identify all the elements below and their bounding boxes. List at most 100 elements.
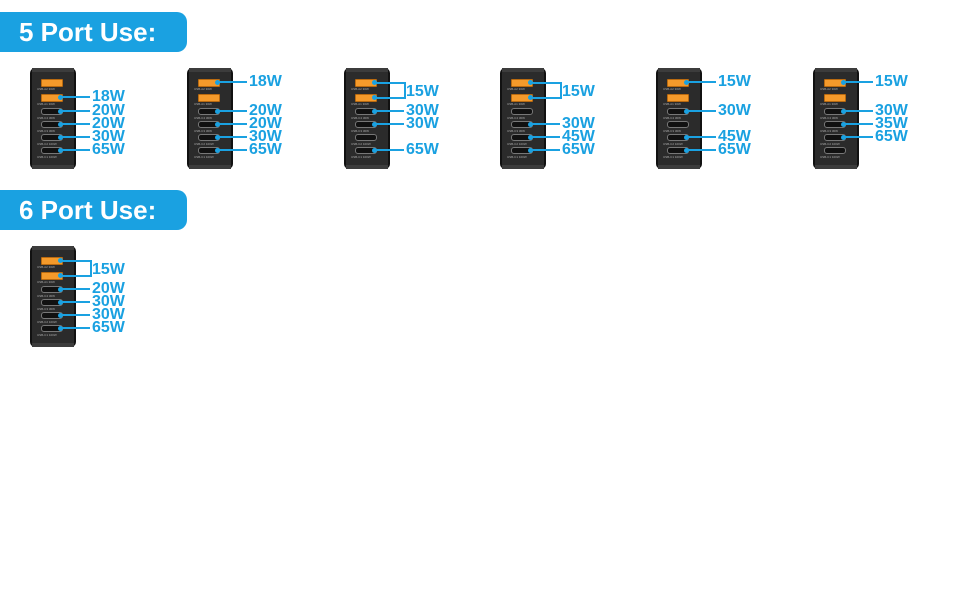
port-label: USB-C3 30W bbox=[507, 129, 526, 133]
connector-line bbox=[62, 96, 90, 98]
port-label: USB-C2 100W bbox=[507, 142, 527, 146]
watt-label: 30W bbox=[718, 102, 751, 119]
usb-c-port bbox=[511, 108, 533, 115]
port-dot bbox=[58, 148, 63, 153]
port-label: USB-A2 30W bbox=[820, 87, 838, 91]
port-label: USB-A1 30W bbox=[37, 280, 55, 284]
port-label: USB-A2 30W bbox=[37, 87, 55, 91]
port-label: USB-C3 30W bbox=[37, 307, 56, 311]
port-label: USB-A2 30W bbox=[351, 87, 369, 91]
port-dot bbox=[372, 122, 377, 127]
port-label: USB-A2 30W bbox=[663, 87, 681, 91]
port-dot bbox=[215, 109, 220, 114]
connector-line bbox=[376, 123, 404, 125]
usb-a-port bbox=[198, 94, 220, 102]
charger-body: USB-A2 30W USB-A1 30W USB-C4 30W USB-C3 30W… bbox=[656, 68, 702, 169]
port-label: USB-C1 100W bbox=[507, 155, 527, 159]
port-dot bbox=[528, 135, 533, 140]
port-label: USB-A2 30W bbox=[507, 87, 525, 91]
watt-label: 15W bbox=[92, 260, 125, 278]
connector-line bbox=[62, 314, 90, 316]
watt-label: 20W bbox=[92, 280, 125, 297]
port-label: USB-C1 100W bbox=[820, 155, 840, 159]
connector-line bbox=[845, 123, 873, 125]
port-dot bbox=[215, 122, 220, 127]
port-dot bbox=[58, 258, 63, 263]
port-label: USB-C3 30W bbox=[37, 129, 56, 133]
watt-label: 65W bbox=[92, 319, 125, 336]
watt-label: 35W bbox=[875, 115, 908, 132]
connector-line bbox=[688, 136, 716, 138]
port-label: USB-A1 30W bbox=[194, 102, 212, 106]
usb-c-port bbox=[667, 121, 689, 128]
port-label: USB-A1 30W bbox=[351, 102, 369, 106]
bracket-line bbox=[62, 260, 92, 277]
connector-line bbox=[62, 288, 90, 290]
watt-label: 30W bbox=[92, 128, 125, 145]
connector-line bbox=[62, 136, 90, 138]
watt-label: 20W bbox=[249, 115, 282, 132]
watt-label: 65W bbox=[406, 141, 439, 158]
watt-label: 65W bbox=[562, 141, 595, 158]
port-label: USB-C4 30W bbox=[663, 116, 682, 120]
watt-label: 65W bbox=[718, 141, 751, 158]
watt-label: 18W bbox=[92, 88, 125, 105]
connector-line bbox=[688, 110, 716, 112]
watt-label: 30W bbox=[562, 115, 595, 132]
port-dot bbox=[841, 109, 846, 114]
connector-line bbox=[62, 327, 90, 329]
port-dot bbox=[684, 148, 689, 153]
usb-a-port bbox=[824, 94, 846, 102]
port-dot bbox=[841, 135, 846, 140]
connector-line bbox=[219, 149, 247, 151]
connector-line bbox=[62, 149, 90, 151]
watt-label: 65W bbox=[92, 141, 125, 158]
port-dot bbox=[684, 109, 689, 114]
port-dot bbox=[372, 148, 377, 153]
watt-label: 30W bbox=[92, 293, 125, 310]
port-label: USB-C3 30W bbox=[663, 129, 682, 133]
connector-line bbox=[219, 123, 247, 125]
watt-label: 30W bbox=[406, 115, 439, 132]
port-label: USB-C1 100W bbox=[663, 155, 683, 159]
connector-line bbox=[62, 301, 90, 303]
port-dot bbox=[58, 273, 63, 278]
port-label: USB-C3 30W bbox=[194, 129, 213, 133]
connector-line bbox=[532, 136, 560, 138]
watt-label: 20W bbox=[249, 102, 282, 119]
watt-label: 65W bbox=[875, 128, 908, 145]
connector-line bbox=[532, 149, 560, 151]
watt-label: 45W bbox=[562, 128, 595, 145]
port-label: USB-C2 100W bbox=[663, 142, 683, 146]
port-label: USB-A1 30W bbox=[663, 102, 681, 106]
connector-line bbox=[376, 110, 404, 112]
port-label: USB-A2 30W bbox=[37, 265, 55, 269]
port-dot bbox=[58, 287, 63, 292]
connector-line bbox=[376, 149, 404, 151]
watt-label: 20W bbox=[92, 102, 125, 119]
port-dot bbox=[58, 313, 63, 318]
port-dot bbox=[841, 80, 846, 85]
port-label: USB-A1 30W bbox=[37, 102, 55, 106]
port-label: USB-C3 30W bbox=[351, 129, 370, 133]
watt-label: 65W bbox=[249, 141, 282, 158]
port-dot bbox=[58, 326, 63, 331]
port-dot bbox=[528, 95, 533, 100]
port-dot bbox=[841, 122, 846, 127]
port-label: USB-C1 100W bbox=[194, 155, 214, 159]
port-label: USB-C1 100W bbox=[37, 333, 57, 337]
connector-line bbox=[219, 81, 247, 83]
usb-a-port bbox=[41, 79, 63, 87]
bracket-line bbox=[532, 82, 562, 99]
watt-label: 30W bbox=[92, 306, 125, 323]
port-dot bbox=[372, 95, 377, 100]
port-dot bbox=[684, 80, 689, 85]
watt-label: 15W bbox=[875, 73, 908, 90]
